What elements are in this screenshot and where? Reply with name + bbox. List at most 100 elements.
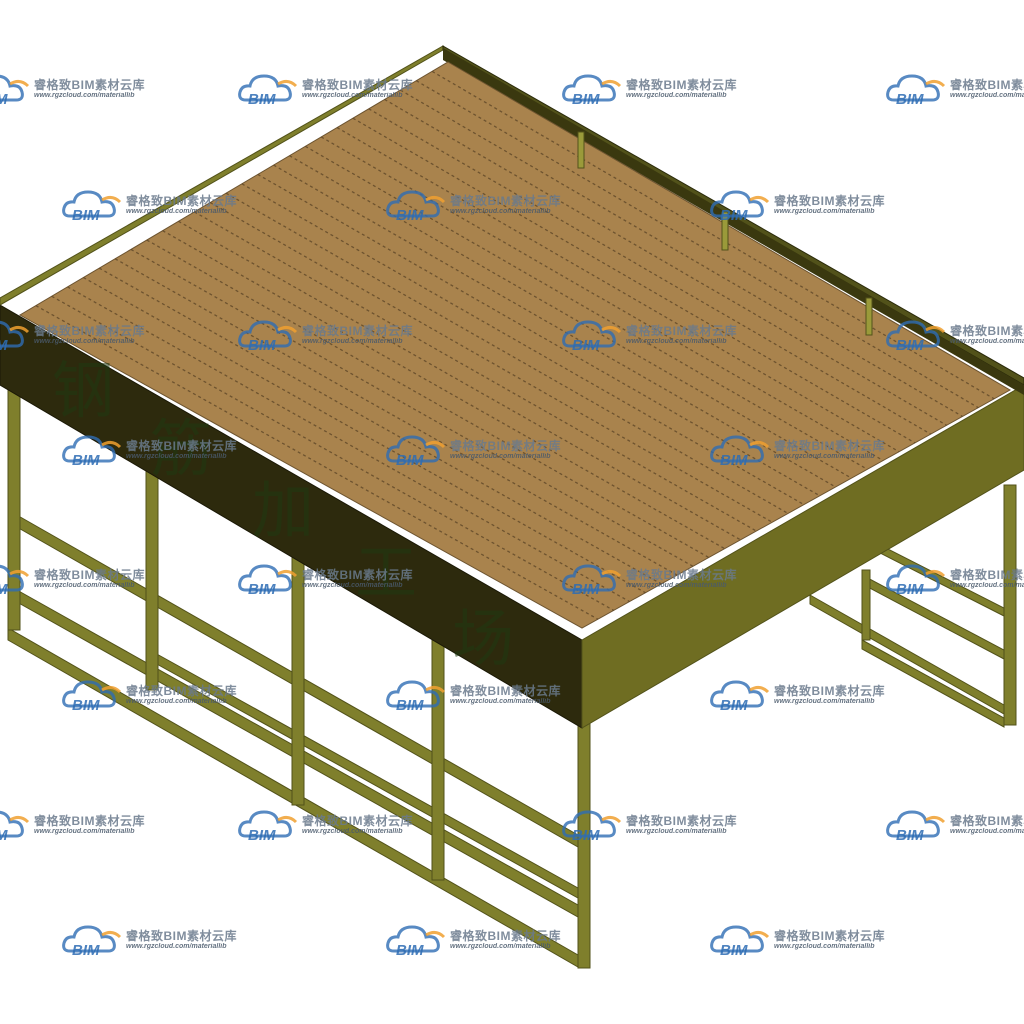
- watermark-brand: 睿格致BIM素材云库: [450, 929, 561, 943]
- watermark: BIM 睿格致BIM素材云库www.rgzcloud.com/materialli…: [0, 808, 170, 848]
- cloud-logo-icon: BIM: [886, 320, 946, 352]
- watermark-url: www.rgzcloud.com/materiallib: [34, 92, 135, 99]
- watermark-brand: 睿格致BIM素材云库: [302, 78, 413, 92]
- cloud-logo-icon: BIM: [386, 680, 446, 712]
- watermark-url: www.rgzcloud.com/materiallib: [950, 92, 1024, 99]
- watermark-url: www.rgzcloud.com/materiallib: [450, 943, 551, 950]
- svg-text:BIM: BIM: [0, 581, 8, 596]
- cloud-logo-icon: BIM: [386, 925, 446, 957]
- cloud-logo-icon: BIM: [62, 435, 122, 467]
- cloud-logo-icon: BIM: [0, 564, 30, 596]
- parapet-post: [721, 211, 729, 251]
- cloud-logo-icon: BIM: [0, 810, 30, 842]
- watermark-brand: 睿格致BIM素材云库: [950, 78, 1024, 92]
- cloud-logo-icon: BIM: [886, 810, 946, 842]
- watermark-brand: 睿格致BIM素材云库: [774, 439, 885, 453]
- watermark-brand: 睿格致BIM素材云库: [34, 814, 145, 828]
- watermark-brand: 睿格致BIM素材云库: [626, 568, 737, 582]
- watermark: BIM睿格致BIM素材云库www.rgzcloud.com/materialli…: [0, 318, 170, 358]
- svg-text:BIM: BIM: [72, 452, 100, 467]
- watermark: BIM睿格致BIM素材云库www.rgzcloud.com/materialli…: [886, 808, 1024, 848]
- svg-text:BIM: BIM: [396, 697, 424, 712]
- watermark-brand: 睿格致BIM素材云库: [126, 929, 237, 943]
- watermark-url: www.rgzcloud.com/materiallib: [626, 338, 727, 345]
- svg-text:BIM: BIM: [396, 452, 424, 467]
- cloud-logo-icon: BIM: [62, 925, 122, 957]
- svg-text:BIM: BIM: [72, 207, 100, 222]
- watermark-brand: 睿格致BIM素材云库: [950, 568, 1024, 582]
- watermark-url: www.rgzcloud.com/materiallib: [626, 92, 727, 99]
- watermark-brand: 睿格致BIM素材云库: [950, 324, 1024, 338]
- sign-char: 场: [452, 602, 515, 675]
- watermark-url: www.rgzcloud.com/materiallib: [450, 208, 551, 215]
- cloud-logo-icon: BIM: [710, 925, 770, 957]
- watermark-brand: 睿格致BIM素材云库: [626, 78, 737, 92]
- parapet-post: [865, 297, 873, 336]
- watermark-brand: 睿格致BIM素材云库: [626, 814, 737, 828]
- svg-text:BIM: BIM: [0, 827, 8, 842]
- cloud-logo-icon: BIM: [562, 564, 622, 596]
- svg-text:BIM: BIM: [248, 581, 276, 596]
- cloud-logo-icon: BIM: [386, 190, 446, 222]
- svg-text:BIM: BIM: [72, 697, 100, 712]
- watermark-brand: 睿格致BIM素材云库: [126, 439, 237, 453]
- watermark-brand: 睿格致BIM素材云库: [774, 194, 885, 208]
- svg-text:BIM: BIM: [0, 91, 8, 106]
- watermark-url: www.rgzcloud.com/materiallib: [450, 453, 551, 460]
- watermark-url: www.rgzcloud.com/materiallib: [774, 208, 875, 215]
- watermark-url: www.rgzcloud.com/materiallib: [126, 208, 227, 215]
- svg-text:BIM: BIM: [896, 337, 924, 352]
- watermark-brand: 睿格致BIM素材云库: [302, 814, 413, 828]
- svg-text:BIM: BIM: [572, 581, 600, 596]
- watermark: BIM睿格致BIM素材云库www.rgzcloud.com/materialli…: [0, 562, 170, 602]
- watermark-url: www.rgzcloud.com/materiallib: [126, 453, 227, 460]
- watermark-url: www.rgzcloud.com/materiallib: [774, 453, 875, 460]
- watermark-brand: 睿格致BIM素材云库: [774, 684, 885, 698]
- watermark-brand: 睿格致BIM素材云库: [34, 324, 145, 338]
- watermark: BIM睿格致BIM素材云库www.rgzcloud.com/materialli…: [886, 318, 1024, 358]
- roof-plank-seam: [352, 117, 916, 444]
- column: [1003, 484, 1017, 726]
- roof-plank-seam: [431, 70, 995, 400]
- sign-char: 钢: [52, 354, 115, 427]
- roof-plank-seam: [35, 305, 599, 620]
- cloud-logo-icon: BIM: [62, 680, 122, 712]
- watermark-url: www.rgzcloud.com/materiallib: [774, 943, 875, 950]
- watermark-brand: 睿格致BIM素材云库: [126, 194, 237, 208]
- watermark: BIM睿格致BIM素材云库www.rgzcloud.com/materialli…: [886, 562, 1024, 602]
- watermark-brand: 睿格致BIM素材云库: [34, 78, 145, 92]
- watermark-url: www.rgzcloud.com/materiallib: [950, 828, 1024, 835]
- watermark-url: www.rgzcloud.com/materiallib: [302, 338, 403, 345]
- svg-text:BIM: BIM: [248, 337, 276, 352]
- roof-plank-seam: [336, 127, 900, 453]
- watermark-brand: 睿格致BIM素材云库: [450, 194, 561, 208]
- svg-text:BIM: BIM: [248, 827, 276, 842]
- cloud-logo-icon: BIM: [238, 564, 298, 596]
- girt-beam: [861, 639, 1005, 728]
- watermark-url: www.rgzcloud.com/materiallib: [302, 92, 403, 99]
- svg-text:BIM: BIM: [572, 91, 600, 106]
- svg-text:BIM: BIM: [720, 207, 748, 222]
- svg-text:BIM: BIM: [720, 942, 748, 957]
- svg-text:BIM: BIM: [896, 91, 924, 106]
- watermark-url: www.rgzcloud.com/materiallib: [450, 698, 551, 705]
- svg-text:BIM: BIM: [572, 337, 600, 352]
- cloud-logo-icon: BIM: [0, 320, 30, 352]
- watermark-url: www.rgzcloud.com/materiallib: [34, 828, 135, 835]
- parapet-shadow: [443, 48, 1024, 395]
- watermark-brand: 睿格致BIM素材云库: [34, 568, 145, 582]
- svg-text:BIM: BIM: [72, 942, 100, 957]
